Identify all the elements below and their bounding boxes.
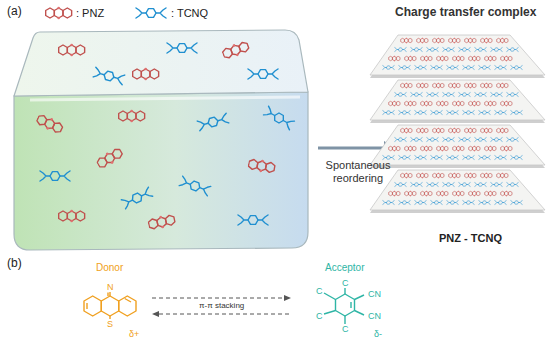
acceptor-structure	[324, 288, 364, 324]
pnz-legend-sample	[46, 7, 72, 20]
interaction-label: π-π stacking	[199, 301, 244, 310]
atom-label: N	[107, 282, 114, 292]
complex-layers	[370, 35, 545, 213]
panel-title: Charge transfer complex	[395, 6, 536, 20]
stacking-arrows	[152, 295, 291, 317]
solution-container	[14, 30, 308, 250]
atom-label: CN	[368, 289, 381, 299]
legend-label: : PNZ	[76, 7, 104, 20]
atom-label: C	[316, 311, 323, 321]
atom-label: C	[342, 278, 349, 288]
molecules-in-solution	[35, 40, 294, 231]
complex-name: PNZ - TCNQ	[439, 232, 502, 245]
panel-label: (a)	[7, 5, 22, 19]
atom-label: C	[342, 324, 349, 334]
role-label: Donor	[96, 262, 123, 274]
role-label: Acceptor	[325, 262, 364, 274]
tcnq-legend-sample	[136, 8, 166, 18]
atom-label: CN	[368, 311, 381, 321]
panel-label: (b)	[7, 257, 22, 271]
arrow-caption: Spontaneous reordering	[318, 159, 398, 184]
charge-label: δ-	[374, 329, 382, 339]
atom-label: C	[316, 286, 323, 296]
charge-label: δ+	[129, 329, 139, 339]
donor-structure	[84, 292, 136, 319]
legend-label: : TCNQ	[171, 7, 208, 20]
atom-label: S	[107, 319, 113, 329]
